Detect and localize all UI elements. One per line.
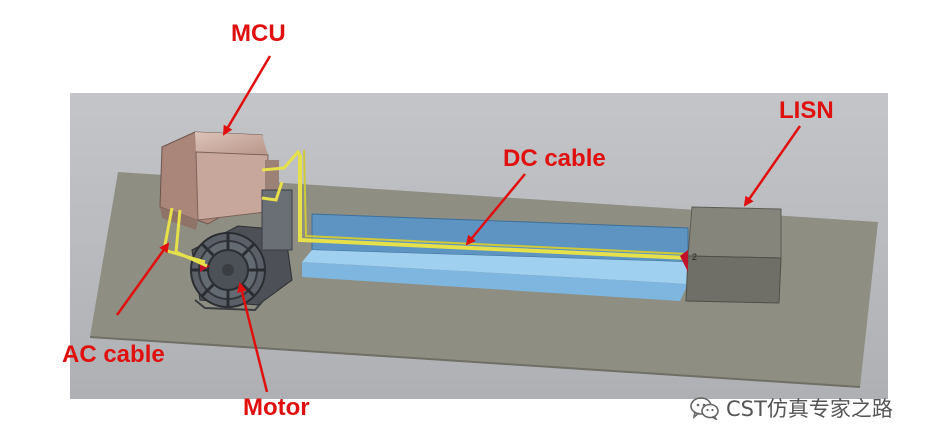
watermark: CST仿真专家之路: [690, 393, 893, 423]
motor-label: Motor: [243, 394, 310, 421]
mcu-label: MCU: [231, 20, 286, 47]
dc-cable-label: DC cable: [503, 145, 606, 172]
dc-cable: [298, 149, 689, 260]
lisn-box: [685, 206, 782, 304]
ground-plane-edge: [89, 336, 861, 388]
ac-cable-label: AC cable: [62, 341, 165, 368]
motor-arrow: [237, 282, 269, 393]
dc-port-marker: [680, 250, 688, 272]
ac-cable-arrow: [115, 242, 170, 316]
lisn-arrow: [743, 125, 802, 207]
port-number: 2: [692, 252, 697, 262]
cable-tray: [302, 213, 689, 301]
mcu-housing: [159, 131, 279, 230]
watermark-text: CST仿真专家之路: [726, 397, 893, 421]
dc-cable-arrow: [465, 173, 526, 246]
wechat-icon: [690, 397, 719, 420]
lisn-label: LISN: [779, 97, 834, 124]
mcu-arrow: [222, 55, 272, 136]
